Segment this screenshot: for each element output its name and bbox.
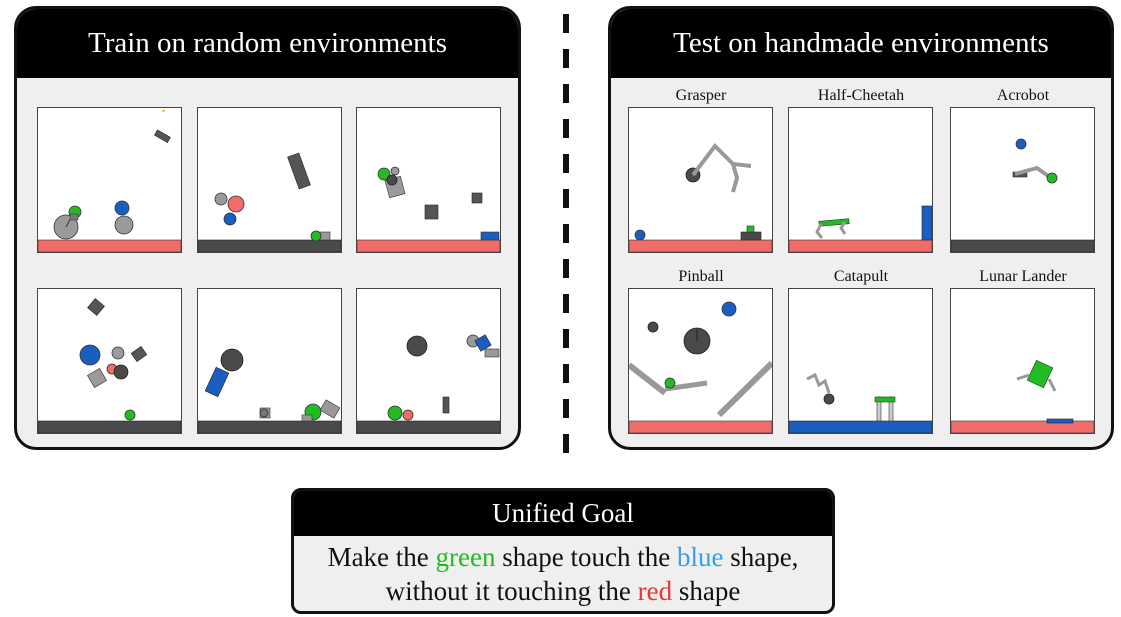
goal-text-segment: without it touching the xyxy=(385,576,638,606)
half-cheetah-scene xyxy=(789,205,932,252)
env-label-catapult: Catapult xyxy=(833,268,889,285)
goal-line-2: without it touching the red shape xyxy=(294,574,832,608)
goal-text-segment: shape, xyxy=(723,542,799,572)
acrobot-scene xyxy=(951,138,1094,252)
env-label-grasper: Grasper xyxy=(675,87,727,104)
train-env-tile xyxy=(356,107,501,253)
lunar-lander-scene xyxy=(951,359,1094,433)
unified-goal-text: Make the green shape touch the blue shap… xyxy=(294,536,832,608)
goal-red-word: red xyxy=(637,576,673,606)
train-env-tile xyxy=(197,288,342,434)
pinball-scene xyxy=(629,301,772,433)
env-label-half-cheetah: Half-Cheetah xyxy=(817,87,905,104)
env-label-lunar-lander: Lunar Lander xyxy=(979,268,1067,285)
goal-text-segment: shape touch the xyxy=(495,542,677,572)
train-env-scene xyxy=(38,298,181,433)
test-env-tile-half-cheetah xyxy=(788,107,933,253)
train-env-tile xyxy=(37,288,182,434)
train-env-scene xyxy=(357,166,500,252)
goal-text-segment: Make the xyxy=(327,542,436,572)
train-env-scene xyxy=(198,348,341,433)
test-panel-title: Test on handmade environments xyxy=(611,9,1111,78)
train-env-tile xyxy=(197,107,342,253)
test-env-tile-grasper xyxy=(628,107,773,253)
goal-line-1: Make the green shape touch the blue shap… xyxy=(294,540,832,574)
env-label-pinball: Pinball xyxy=(678,268,724,285)
goal-green-word: green xyxy=(435,542,496,572)
catapult-scene xyxy=(789,372,932,433)
train-panel: Train on random environments xyxy=(14,6,521,450)
test-env-tile-lunar-lander xyxy=(950,288,1095,434)
test-panel: Test on handmade environments Grasper Ha… xyxy=(608,6,1114,450)
train-env-scene xyxy=(357,334,500,433)
env-label-acrobot: Acrobot xyxy=(996,87,1050,104)
train-env-tile xyxy=(356,288,501,434)
goal-blue-word: blue xyxy=(676,542,724,572)
test-env-tile-pinball xyxy=(628,288,773,434)
goal-text-segment: shape xyxy=(672,576,741,606)
train-env-scene xyxy=(198,152,341,252)
unified-goal-title: Unified Goal xyxy=(294,491,832,536)
unified-goal-box: Unified Goal Make the green shape touch … xyxy=(291,488,835,614)
dashed-divider xyxy=(563,14,569,454)
test-env-tile-catapult xyxy=(788,288,933,434)
train-env-scene xyxy=(38,110,181,252)
train-panel-title: Train on random environments xyxy=(17,9,518,78)
grasper-scene xyxy=(629,142,772,252)
test-env-tile-acrobot xyxy=(950,107,1095,253)
train-env-tile xyxy=(37,107,182,253)
